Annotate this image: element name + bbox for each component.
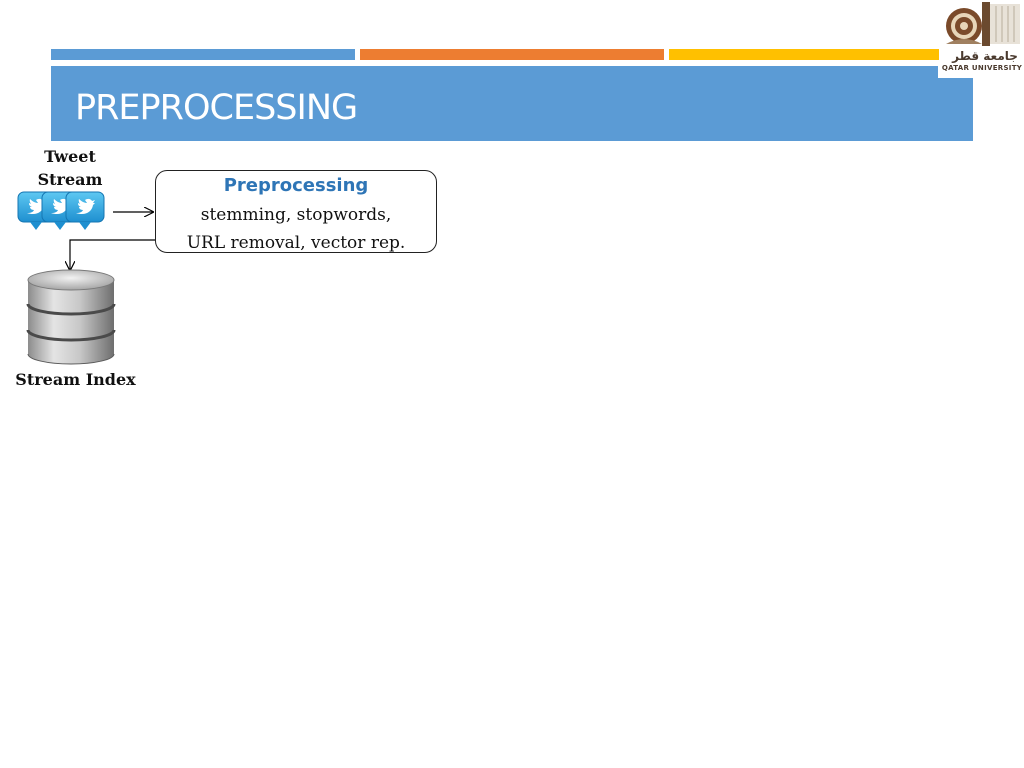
stream-index-label: Stream Index [15,370,136,389]
preprocessing-box: Preprocessing stemming, stopwords, URL r… [155,170,437,253]
bubble-3 [65,191,105,230]
logo-english-text: QATAR UNIVERSITY [941,64,1023,72]
database-icon [26,269,116,365]
title-bar: PREPROCESSING [51,66,973,141]
twitter-bird-icon [17,191,105,230]
preprocessing-detail-1: stemming, stopwords, [200,205,392,225]
logo-arabic-text: جامعة قطر [952,49,1018,63]
preprocessing-detail-2: URL removal, vector rep. [186,233,406,253]
header-stripe-yellow [669,49,939,60]
preprocessing-title: Preprocessing [223,175,369,196]
slide-title: PREPROCESSING [75,88,358,128]
arrow-preprocessing-to-index [70,239,155,270]
tweet-stream-label: Tweet Stream [37,147,103,189]
header-stripe-blue [51,49,355,60]
qatar-university-logo [938,2,1024,78]
header-stripe-orange [360,49,664,60]
